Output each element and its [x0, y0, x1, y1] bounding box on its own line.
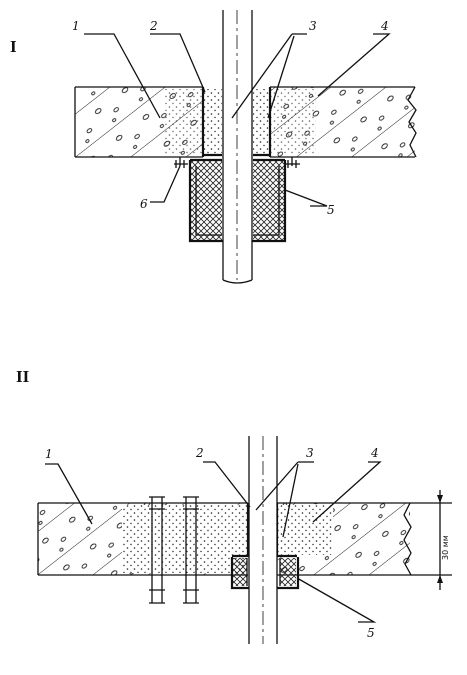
figure-I-pipe: [222, 10, 253, 284]
figure-II-leader-5: [296, 577, 377, 623]
figure-I-leader-1: [84, 33, 161, 119]
figure-II-leader-1: [45, 463, 93, 525]
figure-I-leader-5: [284, 189, 328, 207]
figure-I-sealant-left: [204, 89, 222, 155]
figure-II-label-1: 1: [45, 447, 53, 461]
figure-I-leader-5-6: [150, 165, 181, 203]
figure-I-label-4: 4: [380, 19, 389, 33]
figure-I-numeral: I: [10, 37, 17, 56]
figure-I-floor-slab: [74, 86, 417, 158]
figure-I-label-5: 5: [327, 203, 335, 217]
figure-II-dimension-text: 30 мм: [441, 535, 450, 560]
figure-II-numeral: II: [16, 367, 30, 386]
figure-II-label-4: 4: [370, 446, 379, 460]
figure-I-leader-4: [317, 33, 391, 97]
figure-I-label-6: 6: [140, 197, 148, 211]
figure-I-collar: [188, 158, 287, 243]
figure-II-rebars: [149, 496, 199, 604]
figure-II: II: [16, 367, 452, 644]
figure-II-leader-4: [312, 461, 382, 523]
figure-I: I: [10, 10, 417, 284]
figure-II-leader-2: [203, 461, 251, 508]
figure-I-leader-2: [150, 33, 206, 93]
figure-II-label-5: 5: [367, 626, 375, 640]
figure-I-leader-3: [231, 33, 307, 119]
figure-I-brackets: [174, 157, 300, 168]
figure-I-label-2: 2: [149, 19, 158, 33]
figure-II-floor-slab: [37, 502, 412, 576]
figure-I-label-1: 1: [72, 19, 80, 33]
figure-II-label-3: 3: [306, 446, 314, 460]
figure-I-sleeve-walls: [201, 87, 272, 157]
figure-II-pipe: [248, 436, 278, 644]
figure-II-leader-3: [255, 461, 314, 538]
figure-I-label-3: 3: [309, 19, 317, 33]
figure-I-sealant-right: [253, 89, 270, 155]
figure-II-label-2: 2: [195, 446, 204, 460]
figure-II-dimension: 30 мм: [410, 490, 452, 590]
